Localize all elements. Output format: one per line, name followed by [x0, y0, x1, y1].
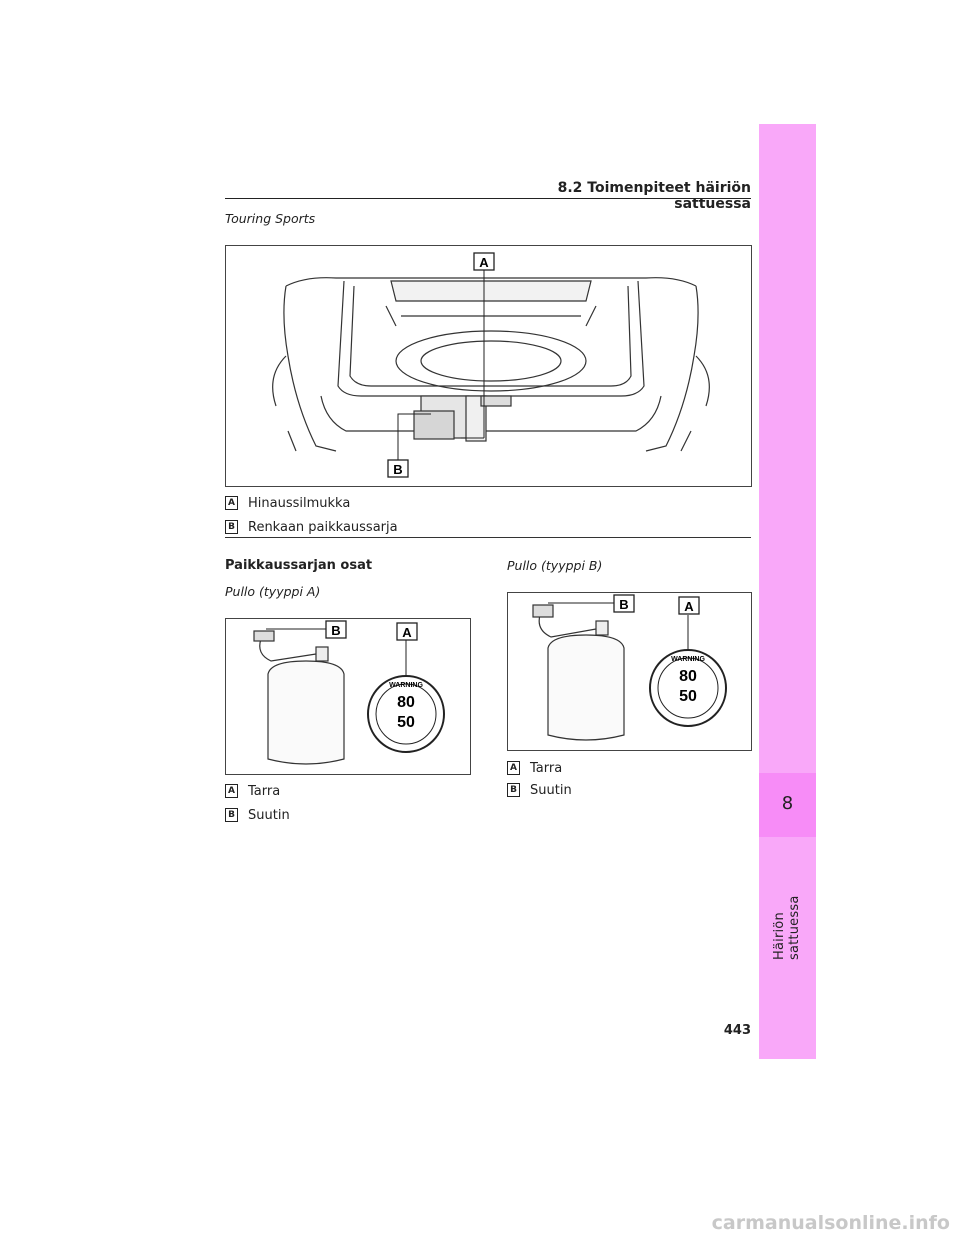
section-title: 8.2 Toimenpiteet häiriön sattuessa [557, 180, 751, 212]
sticker-speed-top: 80 [397, 694, 415, 711]
sticker-warning-b: WARNING [671, 656, 705, 663]
parts-heading: Paikkaussarjan osat [225, 558, 373, 573]
chapter-side-tab [759, 124, 816, 1059]
title-rule [225, 198, 751, 199]
left-callout-a: A Tarra [225, 782, 469, 800]
right-label-a: A [684, 599, 694, 614]
watermark: carmanualsonline.info [711, 1212, 950, 1234]
chapter-number: 8 [781, 793, 794, 814]
right-callout-a: A Tarra [507, 759, 750, 777]
bottle-a-illustration: 80 50 WARNING B A [225, 618, 471, 775]
left-callout-list: A Tarra B Suutin [225, 782, 469, 824]
right-callout-b: B Suutin [507, 781, 750, 799]
label-b: B [393, 462, 402, 477]
sticker-speed-bottom-b: 50 [679, 688, 697, 705]
callout-b: B Renkaan paikkaussarja [225, 518, 750, 536]
left-callout-b: B Suutin [225, 806, 469, 824]
right-callout-list: A Tarra B Suutin [507, 759, 750, 799]
sticker-warning: WARNING [389, 682, 423, 689]
bottle-b-illustration: 80 50 WARNING B A [507, 592, 752, 751]
sticker-speed-top-b: 80 [679, 668, 697, 685]
left-subtitle: Pullo (tyyppi A) [225, 584, 321, 599]
right-label-b: B [619, 597, 628, 612]
left-label-b: B [331, 623, 340, 638]
figure-caption: Touring Sports [225, 211, 316, 226]
right-subtitle: Pullo (tyyppi B) [507, 558, 603, 573]
left-label-a: A [402, 625, 412, 640]
trunk-drawing: A B [272, 252, 710, 478]
trunk-illustration: A B [225, 245, 752, 487]
top-callout-list: A Hinaussilmukka B Renkaan paikkaussarja [225, 494, 750, 536]
section-divider [225, 537, 751, 538]
chapter-number-box [759, 773, 816, 837]
label-a: A [479, 255, 489, 270]
chapter-title: Häiriön sattuessa [772, 895, 802, 960]
callout-a: A Hinaussilmukka [225, 494, 750, 512]
sticker-speed-bottom: 50 [397, 714, 415, 731]
page-number: 443 [723, 1023, 751, 1038]
